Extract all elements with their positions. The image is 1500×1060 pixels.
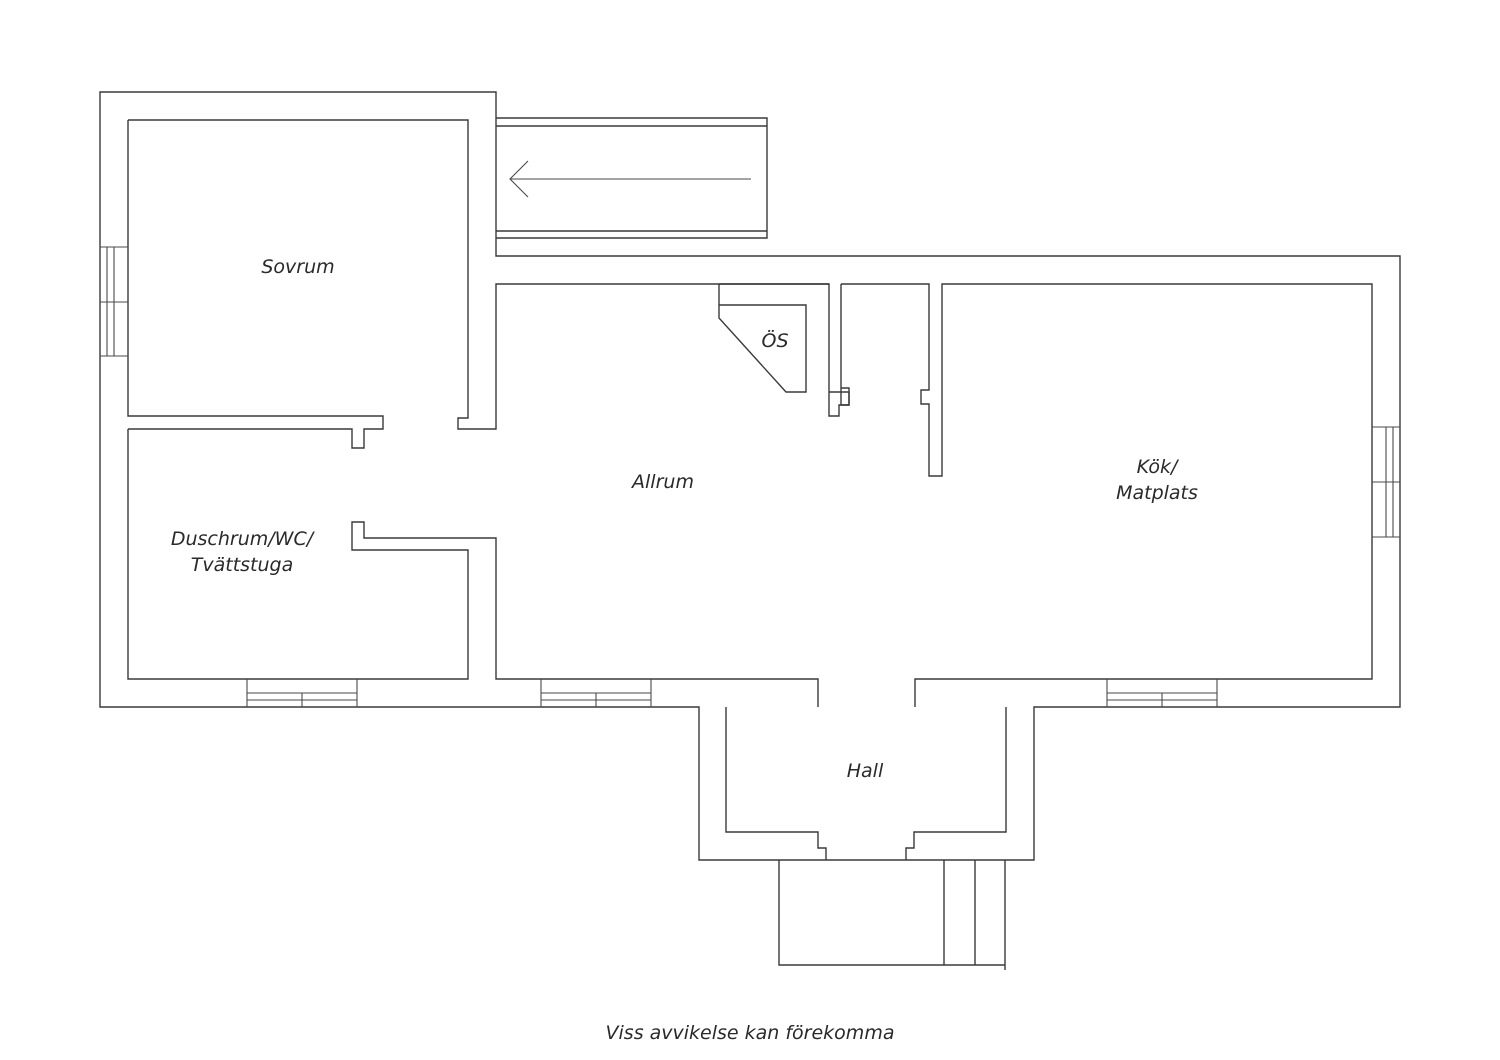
porch bbox=[778, 860, 1006, 970]
hall-wall bbox=[725, 707, 1007, 860]
window-left bbox=[100, 246, 128, 357]
room-label-duschrum-line2: Tvättstuga bbox=[190, 554, 294, 576]
window-right bbox=[1372, 426, 1400, 538]
room-label-hall: Hall bbox=[846, 760, 884, 782]
storage-closet-wall bbox=[718, 284, 807, 393]
bathroom-wall bbox=[127, 429, 819, 707]
room-label-duschrum: Duschrum/WC/ Tvättstuga bbox=[162, 526, 322, 578]
room-label-duschrum-line1: Duschrum/WC/ bbox=[170, 528, 314, 550]
room-label-kok: Kök/ Matplats bbox=[1097, 454, 1217, 506]
arrow-left-icon bbox=[509, 160, 751, 198]
window-bottom-1 bbox=[246, 679, 358, 707]
window-bottom-2 bbox=[540, 679, 652, 707]
room-label-kok-line1: Kök/ bbox=[1136, 456, 1178, 478]
disclaimer-text: Viss avvikelse kan förekomma bbox=[605, 1022, 895, 1044]
room-label-sovrum: Sovrum bbox=[261, 256, 335, 278]
room-label-kok-line2: Matplats bbox=[1116, 482, 1198, 504]
room-label-os: ÖS bbox=[761, 330, 789, 352]
outer-wall bbox=[99, 91, 1401, 861]
room-label-allrum: Allrum bbox=[632, 471, 694, 493]
window-bottom-3 bbox=[1106, 679, 1218, 707]
central-partition bbox=[840, 283, 1373, 707]
walkway-outline bbox=[496, 117, 768, 239]
